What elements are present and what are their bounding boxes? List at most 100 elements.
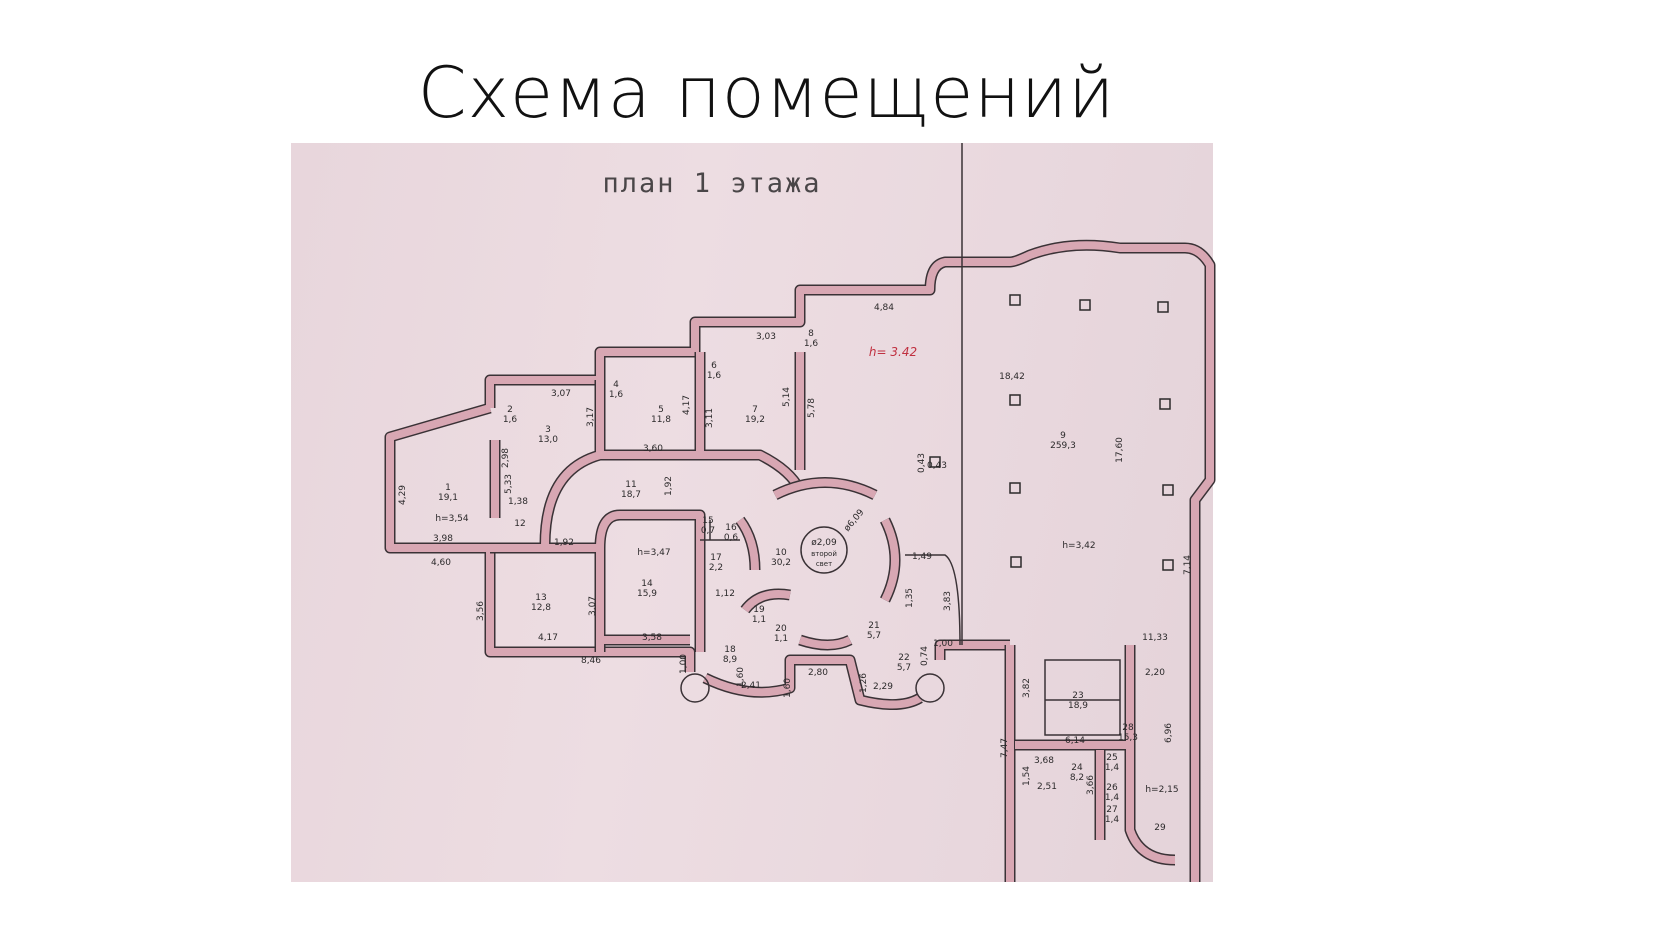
- room-area: 1,1: [752, 615, 766, 625]
- dimension-label: 3,83: [943, 591, 953, 611]
- dimension-label: h=3,42: [1062, 541, 1095, 551]
- dimension-label: 1,54: [1022, 766, 1032, 786]
- room-area: 19,1: [438, 493, 458, 503]
- room-number: 12: [514, 519, 525, 529]
- room-area: 1,6: [707, 371, 722, 381]
- dimension-label: 3,98: [433, 534, 453, 544]
- dimension-label: 7,14: [1183, 555, 1193, 575]
- room-number: 23: [1072, 691, 1083, 701]
- room-number: 10: [775, 548, 787, 558]
- room-number: 20: [775, 624, 787, 634]
- dimension-label: 17,60: [1115, 437, 1125, 463]
- dimension-label: 3,07: [551, 389, 571, 399]
- dimension-label: 5,78: [807, 398, 817, 418]
- room-number: 19: [753, 605, 765, 615]
- dimension-label: 3,58: [642, 633, 662, 643]
- dimension-label: 2,80: [808, 668, 828, 678]
- dimension-label: 6,96: [1164, 723, 1174, 743]
- dimension-label: 3,82: [1022, 678, 1032, 698]
- dimension-label: 1,60: [736, 667, 746, 687]
- room-number: 27: [1106, 805, 1117, 815]
- room-area: 30,2: [771, 558, 791, 568]
- room-number: 29: [1154, 823, 1166, 833]
- dimension-label: 5,33: [504, 474, 514, 494]
- floor-plan-photo: [291, 143, 1213, 882]
- room-number: 9: [1060, 431, 1066, 441]
- dimension-label: 11,33: [1142, 633, 1168, 643]
- room-area: 0,7: [701, 526, 715, 536]
- room-number: 1: [445, 483, 451, 493]
- column-marker: [929, 456, 941, 468]
- dimension-label: 3,56: [476, 601, 486, 621]
- room-number: 17: [710, 553, 721, 563]
- dimension-label: 18,42: [999, 372, 1025, 382]
- dimension-label: 4,17: [538, 633, 558, 643]
- room-number: 14: [641, 579, 653, 589]
- dimension-label: 1,12: [715, 589, 735, 599]
- room-area: 19,2: [745, 415, 765, 425]
- dimension-label: h=2,15: [1145, 785, 1178, 795]
- room-number: 3: [545, 425, 551, 435]
- handwritten-height-note: h= 3.42: [869, 345, 917, 359]
- dimension-label: 4,84: [874, 303, 894, 313]
- dimension-label: 2,41: [741, 681, 761, 691]
- dimension-label: 1,92: [664, 476, 674, 496]
- dimension-label: 1,00: [933, 639, 953, 649]
- dimension-label: 2,51: [1037, 782, 1057, 792]
- room-area: 11,8: [651, 415, 671, 425]
- dimension-label: 3,03: [756, 332, 776, 342]
- dimension-label: 0,43: [917, 453, 927, 473]
- dimension-label: 3,07: [588, 596, 598, 616]
- dimension-label: 3,17: [586, 407, 596, 427]
- dimension-label: 0,74: [920, 646, 930, 666]
- dimension-label: 8,46: [581, 656, 601, 666]
- column-marker: [1162, 559, 1174, 571]
- dimension-label: 3,66: [1086, 775, 1096, 795]
- dimension-label: 7,47: [1000, 738, 1010, 758]
- room-number: 6: [711, 361, 717, 371]
- room-area: 8,9: [723, 655, 738, 665]
- room-number: 11: [625, 480, 636, 490]
- dimension-label: 6,14: [1065, 736, 1085, 746]
- dimension-label: 3,11: [705, 408, 715, 428]
- column-marker: [1159, 398, 1171, 410]
- room-number: 28: [1122, 723, 1134, 733]
- column-marker: [1157, 301, 1169, 313]
- room-number: 24: [1071, 763, 1083, 773]
- column-marker: [1162, 484, 1174, 496]
- dimension-label: 1,00: [679, 654, 689, 674]
- rotunda-label-line1: второй: [811, 550, 837, 558]
- room-number: 22: [898, 653, 909, 663]
- room-area: 12,8: [531, 603, 551, 613]
- walls: [384, 143, 1216, 882]
- room-number: 2: [507, 405, 513, 415]
- room-number: 7: [752, 405, 758, 415]
- columns: [929, 294, 1174, 571]
- dimension-label: h=3,54: [435, 514, 469, 524]
- room-area: 18,7: [621, 490, 641, 500]
- dimension-label: 2,29: [873, 682, 893, 692]
- rotunda-outer-diameter: ø6,09: [842, 508, 866, 534]
- dimension-label: 2,20: [1145, 668, 1165, 678]
- room-area: 8,2: [1070, 773, 1084, 783]
- room-labels: 119,121,6313,041,6511,861,6719,281,69259…: [438, 329, 1166, 833]
- room-area: 1,4: [1105, 763, 1120, 773]
- room-area: 13,0: [538, 435, 558, 445]
- dimension-label: 4,17: [682, 395, 692, 415]
- dimension-label: 3,68: [1034, 756, 1054, 766]
- room-area: 1,6: [804, 339, 819, 349]
- room-number: 8: [808, 329, 814, 339]
- column-marker: [1009, 482, 1021, 494]
- room-area: 0,6: [724, 533, 739, 543]
- dimension-label: 4,29: [398, 485, 408, 505]
- room-number: 13: [535, 593, 546, 603]
- room-area: 259,3: [1050, 441, 1076, 451]
- room-number: 5: [658, 405, 664, 415]
- room-number: 25: [1106, 753, 1117, 763]
- dimension-label: 4,60: [431, 558, 451, 568]
- dimension-label: 1,60: [783, 678, 793, 698]
- column-marker: [1009, 294, 1021, 306]
- room-area: 15,9: [637, 589, 657, 599]
